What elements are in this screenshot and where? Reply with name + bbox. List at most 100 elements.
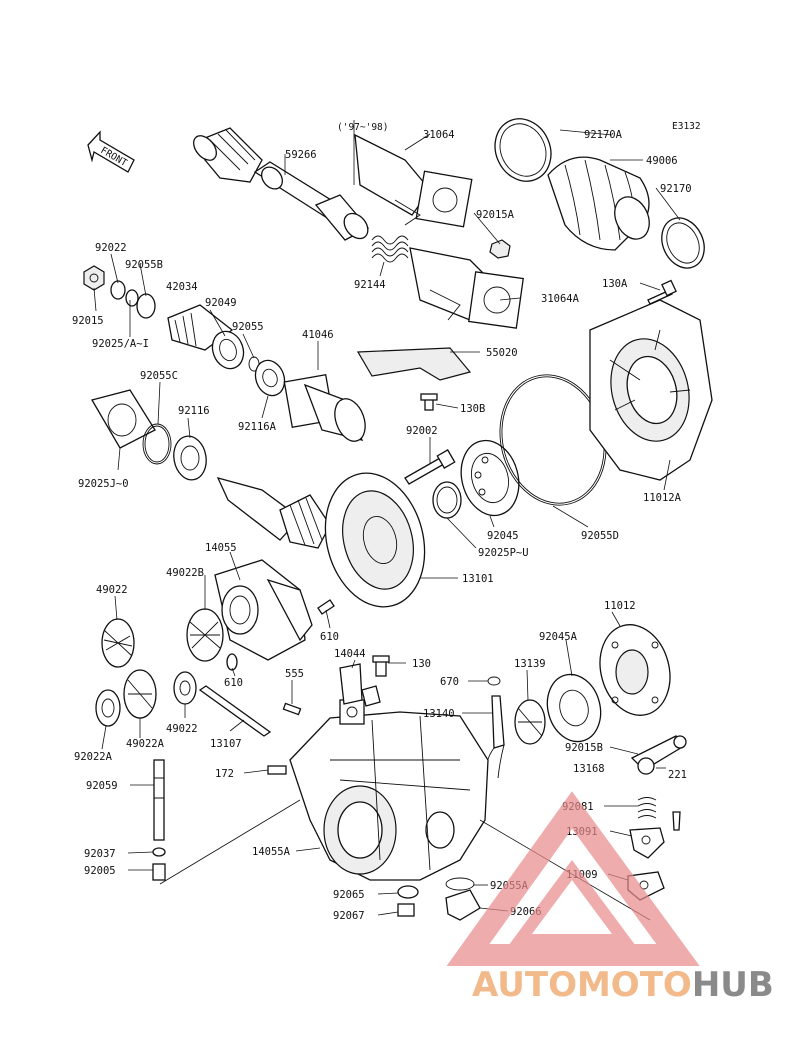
callout-92049: 92049 xyxy=(205,297,237,309)
callout-11012A: 11012A xyxy=(643,492,682,504)
callout-610b: 610 xyxy=(224,677,243,689)
callout-49022A: 49022A xyxy=(126,738,165,750)
long-bolt-part xyxy=(404,449,456,485)
watermark-triangle-icon xyxy=(446,791,700,966)
callout-13168: 13168 xyxy=(573,763,605,775)
nut-part xyxy=(489,239,511,259)
shift-cam-part xyxy=(629,827,665,859)
callout-92170: 92170 xyxy=(660,183,692,195)
o-ring-670-part xyxy=(487,676,501,686)
shift-shaft-part xyxy=(485,695,505,779)
bracket-14044-part xyxy=(339,663,381,707)
leader-lines xyxy=(93,120,681,921)
bearing-left-part xyxy=(173,435,207,481)
pinion-gear-part xyxy=(216,477,331,549)
callout-59266: 59266 xyxy=(285,149,317,161)
pin-555-part xyxy=(282,702,302,716)
callout-92022A: 92022A xyxy=(74,751,113,763)
ring-gear-part xyxy=(324,472,426,608)
collar-part xyxy=(354,133,473,228)
bearing-right-part xyxy=(546,673,602,743)
diagram-code: E3132 xyxy=(672,121,701,132)
callout-221: 221 xyxy=(668,769,687,781)
pin-610-part xyxy=(226,653,238,671)
washer-part xyxy=(110,280,156,319)
callout-92055C: 92055C xyxy=(140,370,178,382)
callout-92015B: 92015B xyxy=(565,742,603,754)
callout-555: 555 xyxy=(285,668,304,680)
rod-92059-part xyxy=(153,759,165,841)
callout-labels: ('97~'98) 31064 92170A 49006 59266 92170… xyxy=(72,122,692,922)
bracket-part xyxy=(356,347,472,381)
o-ring-92055a-part xyxy=(445,877,475,891)
drive-shaft-part xyxy=(193,127,370,241)
years-note: ('97~'98) xyxy=(337,122,388,133)
rubber-boot-part xyxy=(547,156,650,251)
small-nut-part xyxy=(83,265,105,291)
callout-92025AI: 92025/A~I xyxy=(92,338,149,350)
callout-49022: 49022 xyxy=(96,584,128,596)
bearing-mid-part xyxy=(254,359,286,397)
callout-92055D: 92055D xyxy=(581,530,619,542)
callout-92170A: 92170A xyxy=(584,129,623,141)
side-gear-part xyxy=(101,618,135,668)
shift-lever-part xyxy=(630,735,687,775)
callout-92045A: 92045A xyxy=(539,631,578,643)
spring-part xyxy=(371,235,409,263)
callout-92144: 92144 xyxy=(354,279,386,291)
main-housing-part xyxy=(289,699,489,881)
rear-cover-part xyxy=(589,299,713,481)
bolt-130-part xyxy=(372,655,390,677)
callout-610a: 610 xyxy=(320,631,339,643)
plug-92067-part xyxy=(397,903,415,917)
side-gear-b-part xyxy=(186,608,224,662)
callout-14055A: 14055A xyxy=(252,846,291,858)
output-flange-part xyxy=(599,624,671,716)
callout-92059: 92059 xyxy=(86,780,118,792)
callout-92015: 92015 xyxy=(72,315,104,327)
callout-13101: 13101 xyxy=(462,573,494,585)
callout-92015A: 92015A xyxy=(476,209,515,221)
thrust-washer-part xyxy=(173,671,197,705)
washer-92065-part xyxy=(397,885,419,899)
callout-49006: 49006 xyxy=(646,155,678,167)
callout-14055: 14055 xyxy=(205,542,237,554)
callout-31064A: 31064A xyxy=(541,293,580,305)
callout-92055: 92055 xyxy=(232,321,264,333)
callout-670: 670 xyxy=(440,676,459,688)
watermark-inner-triangle-icon xyxy=(508,859,636,946)
boot-clamp-part xyxy=(494,118,552,182)
callout-11012: 11012 xyxy=(604,600,636,612)
diff-case-part xyxy=(214,559,313,661)
watermark-text: AUTOMOTOHUB xyxy=(472,965,774,1005)
callout-13140: 13140 xyxy=(423,708,455,720)
watermark-text-part1: AUTOMOTO xyxy=(472,965,692,1005)
callout-41046: 41046 xyxy=(302,329,334,341)
callout-13107: 13107 xyxy=(210,738,242,750)
callout-49022B: 49022B xyxy=(166,567,204,579)
front-arrow-icon: FRONT xyxy=(87,130,135,173)
o-ring-part xyxy=(142,423,172,465)
watermark-text-part2: HUB xyxy=(692,965,774,1005)
callout-172: 172 xyxy=(215,768,234,780)
callout-42034: 42034 xyxy=(166,281,198,293)
callout-49022b: 49022 xyxy=(166,723,198,735)
bolt-130b-part xyxy=(420,393,438,411)
callout-92037: 92037 xyxy=(84,848,116,860)
callout-92116: 92116 xyxy=(178,405,210,417)
cross-shaft-part xyxy=(198,685,272,737)
clip-92037-part xyxy=(152,847,166,857)
callout-130A: 130A xyxy=(602,278,628,290)
cap-92005-part xyxy=(152,863,166,881)
callout-92022: 92022 xyxy=(95,242,127,254)
callout-92065: 92065 xyxy=(333,889,365,901)
callout-31064: 31064 xyxy=(423,129,455,141)
callout-130: 130 xyxy=(412,658,431,670)
callout-13139: 13139 xyxy=(514,658,546,670)
spider-gear-part xyxy=(123,669,157,719)
callout-130B: 130B xyxy=(460,403,485,415)
callout-92002: 92002 xyxy=(406,425,438,437)
large-clamp-part xyxy=(661,217,705,269)
automotohub-watermark xyxy=(446,791,700,966)
